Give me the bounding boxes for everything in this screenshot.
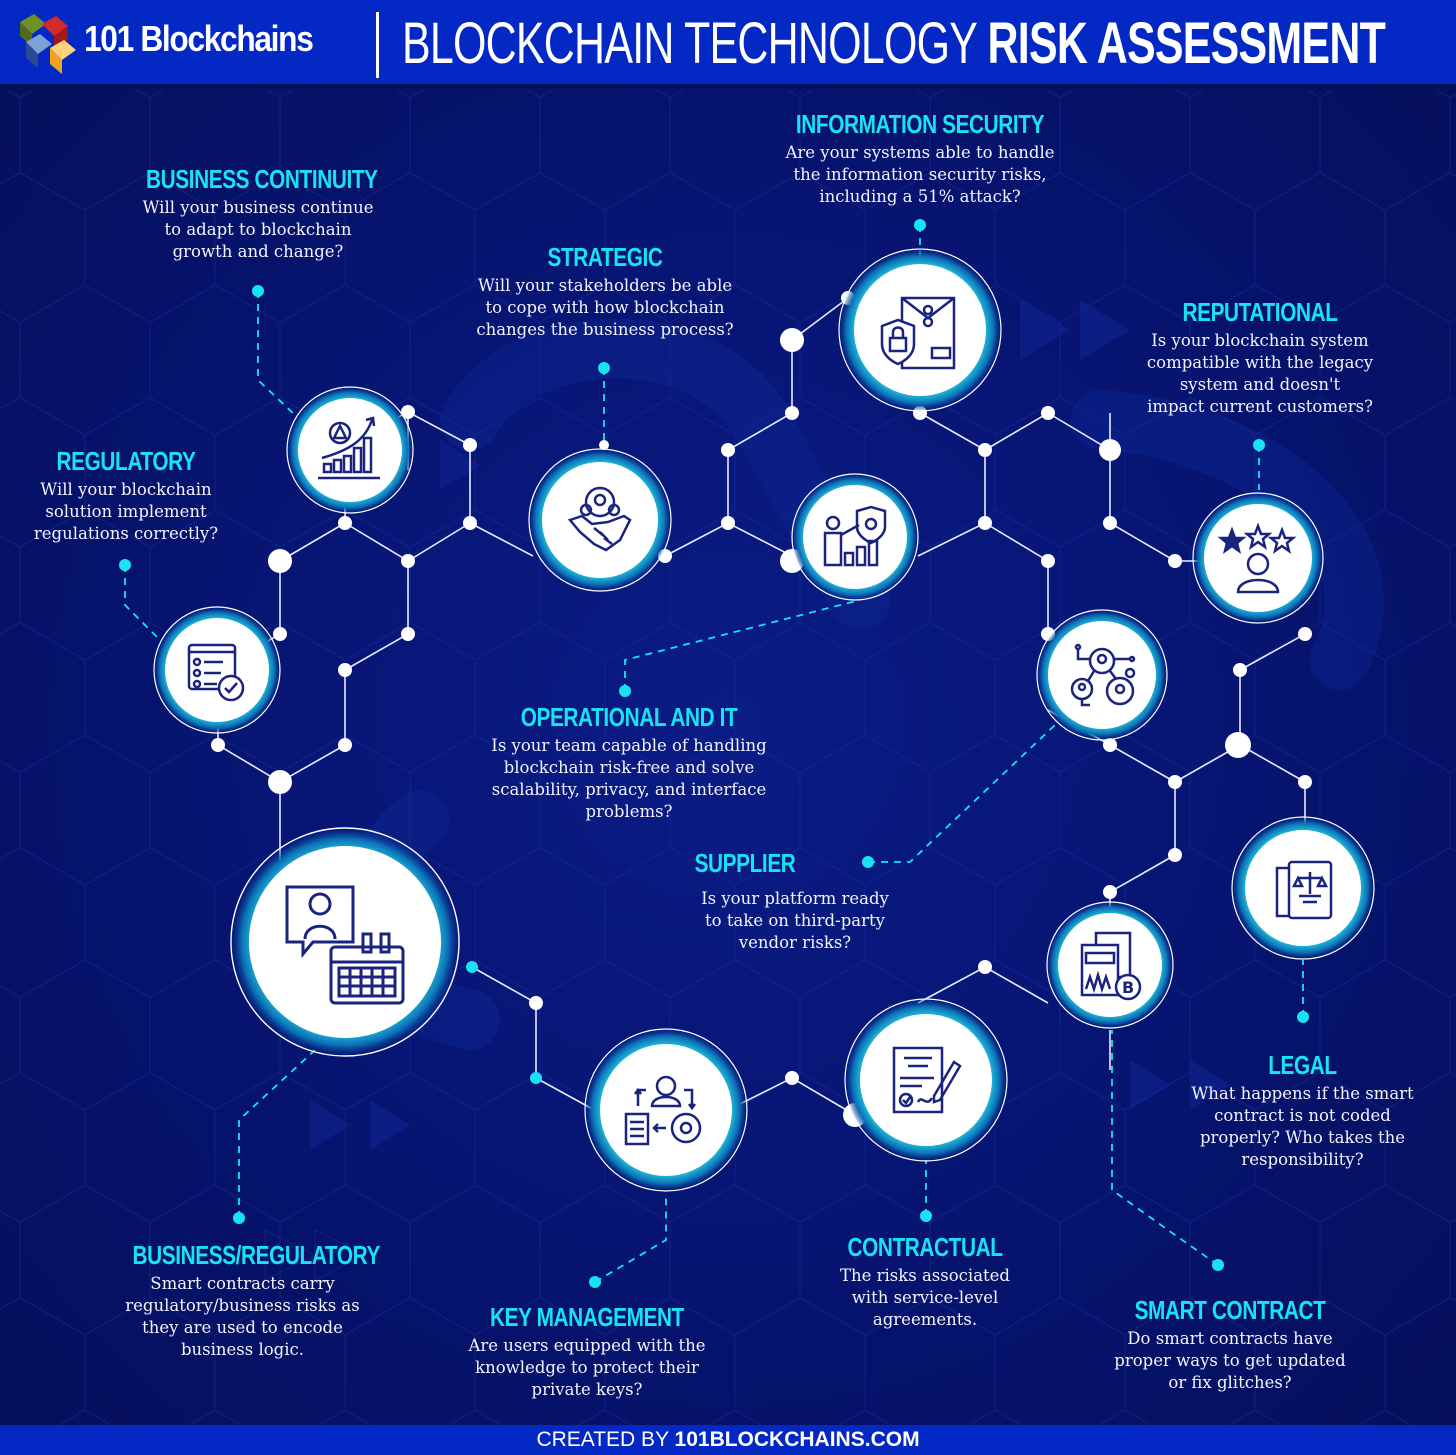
user-rating-stars-icon[interactable] (1192, 492, 1324, 624)
risk-description: Smart contracts carry regulatory/busines… (125, 1274, 360, 1359)
risk-description: Is your team capable of handling blockch… (491, 736, 767, 821)
risk-title: SUPPLIER (694, 848, 796, 878)
risk-title: CONTRACTUAL (847, 1232, 1003, 1262)
risk-contractual: CONTRACTUAL The risks associated with se… (820, 1232, 1030, 1331)
footer-prefix: CREATED BY (536, 1428, 675, 1451)
user-chat-calendar-icon[interactable] (230, 827, 460, 1057)
user-process-gear-icon[interactable] (584, 1028, 748, 1192)
brand-name: 101 Blockchains (84, 18, 314, 59)
risk-description: Are your systems able to handle the info… (785, 143, 1055, 206)
brand-cubes-logo-icon (20, 14, 76, 74)
risk-description: Do smart contracts have proper ways to g… (1114, 1329, 1346, 1392)
risk-smart-contract: SMART CONTRACT Do smart contracts have p… (1095, 1295, 1365, 1394)
risk-supplier: SUPPLIER Is your platform ready to take … (690, 848, 900, 954)
risk-regulatory: REGULATORY Will your blockchain solution… (16, 446, 236, 545)
risk-title: KEY MANAGEMENT (490, 1302, 684, 1332)
footer-credit: CREATED BY 101BLOCKCHAINS.COM (0, 1425, 1456, 1455)
risk-description: Will your business continue to adapt to … (142, 198, 374, 261)
risk-description: Is your blockchain system compatible wit… (1146, 331, 1374, 416)
risk-description: Will your stakeholders be able to cope w… (476, 276, 734, 339)
signed-contract-pen-icon[interactable] (844, 998, 1008, 1162)
title-bold: RISK ASSESSMENT (987, 11, 1386, 76)
bitcoin-documents-icon[interactable]: B (1046, 901, 1174, 1029)
person-shield-gear-chart-icon[interactable] (791, 473, 919, 601)
law-book-scales-icon[interactable] (1231, 816, 1375, 960)
growth-chart-warning-icon[interactable] (286, 386, 414, 514)
risk-description: Is your platform ready to take on third-… (701, 889, 889, 952)
risk-business-continuity: BUSINESS CONTINUITY Will your business c… (118, 164, 398, 263)
risk-title: BUSINESS/REGULATORY (132, 1240, 381, 1270)
risk-title: STRATEGIC (547, 242, 663, 272)
header-divider (376, 12, 379, 78)
checklist-approved-icon[interactable] (153, 606, 281, 734)
vendor-network-icon[interactable] (1036, 609, 1168, 741)
secure-envelope-lock-icon[interactable] (838, 248, 1002, 412)
handshake-team-gear-icon[interactable] (528, 448, 672, 592)
risk-information-security: INFORMATION SECURITY Are your systems ab… (760, 109, 1080, 208)
page-title: BLOCKCHAIN TECHNOLOGY RISK ASSESSMENT (402, 8, 1386, 80)
risk-business-regulatory: BUSINESS/REGULATORY Smart contracts carr… (105, 1240, 380, 1361)
risk-description: The risks associated with service-level … (839, 1266, 1010, 1329)
title-light: BLOCKCHAIN TECHNOLOGY (402, 11, 988, 76)
risk-title: BUSINESS CONTINUITY (146, 164, 378, 194)
risk-title: REPUTATIONAL (1182, 297, 1338, 327)
risk-title: LEGAL (1268, 1050, 1337, 1080)
risk-title: SMART CONTRACT (1134, 1295, 1326, 1325)
header-bar: 101 Blockchains BLOCKCHAIN TECHNOLOGY RI… (0, 0, 1456, 88)
footer-site-link[interactable]: 101BLOCKCHAINS.COM (674, 1428, 920, 1451)
risk-title: INFORMATION SECURITY (795, 109, 1045, 139)
risk-strategic: STRATEGIC Will your stakeholders be able… (455, 242, 755, 341)
risk-description: Are users equipped with the knowledge to… (468, 1336, 706, 1399)
risk-title: REGULATORY (56, 446, 196, 476)
risk-description: Will your blockchain solution implement … (33, 480, 219, 543)
risk-operational-it: OPERATIONAL AND IT Is your team capable … (474, 702, 784, 823)
svg-text:B: B (1122, 978, 1134, 997)
risk-title: OPERATIONAL AND IT (520, 702, 738, 732)
risk-reputational: REPUTATIONAL Is your blockchain system c… (1130, 297, 1390, 418)
risk-key-management: KEY MANAGEMENT Are users equipped with t… (452, 1302, 722, 1401)
risk-legal: LEGAL What happens if the smart contract… (1170, 1050, 1435, 1171)
risk-description: What happens if the smart contract is no… (1191, 1084, 1414, 1169)
